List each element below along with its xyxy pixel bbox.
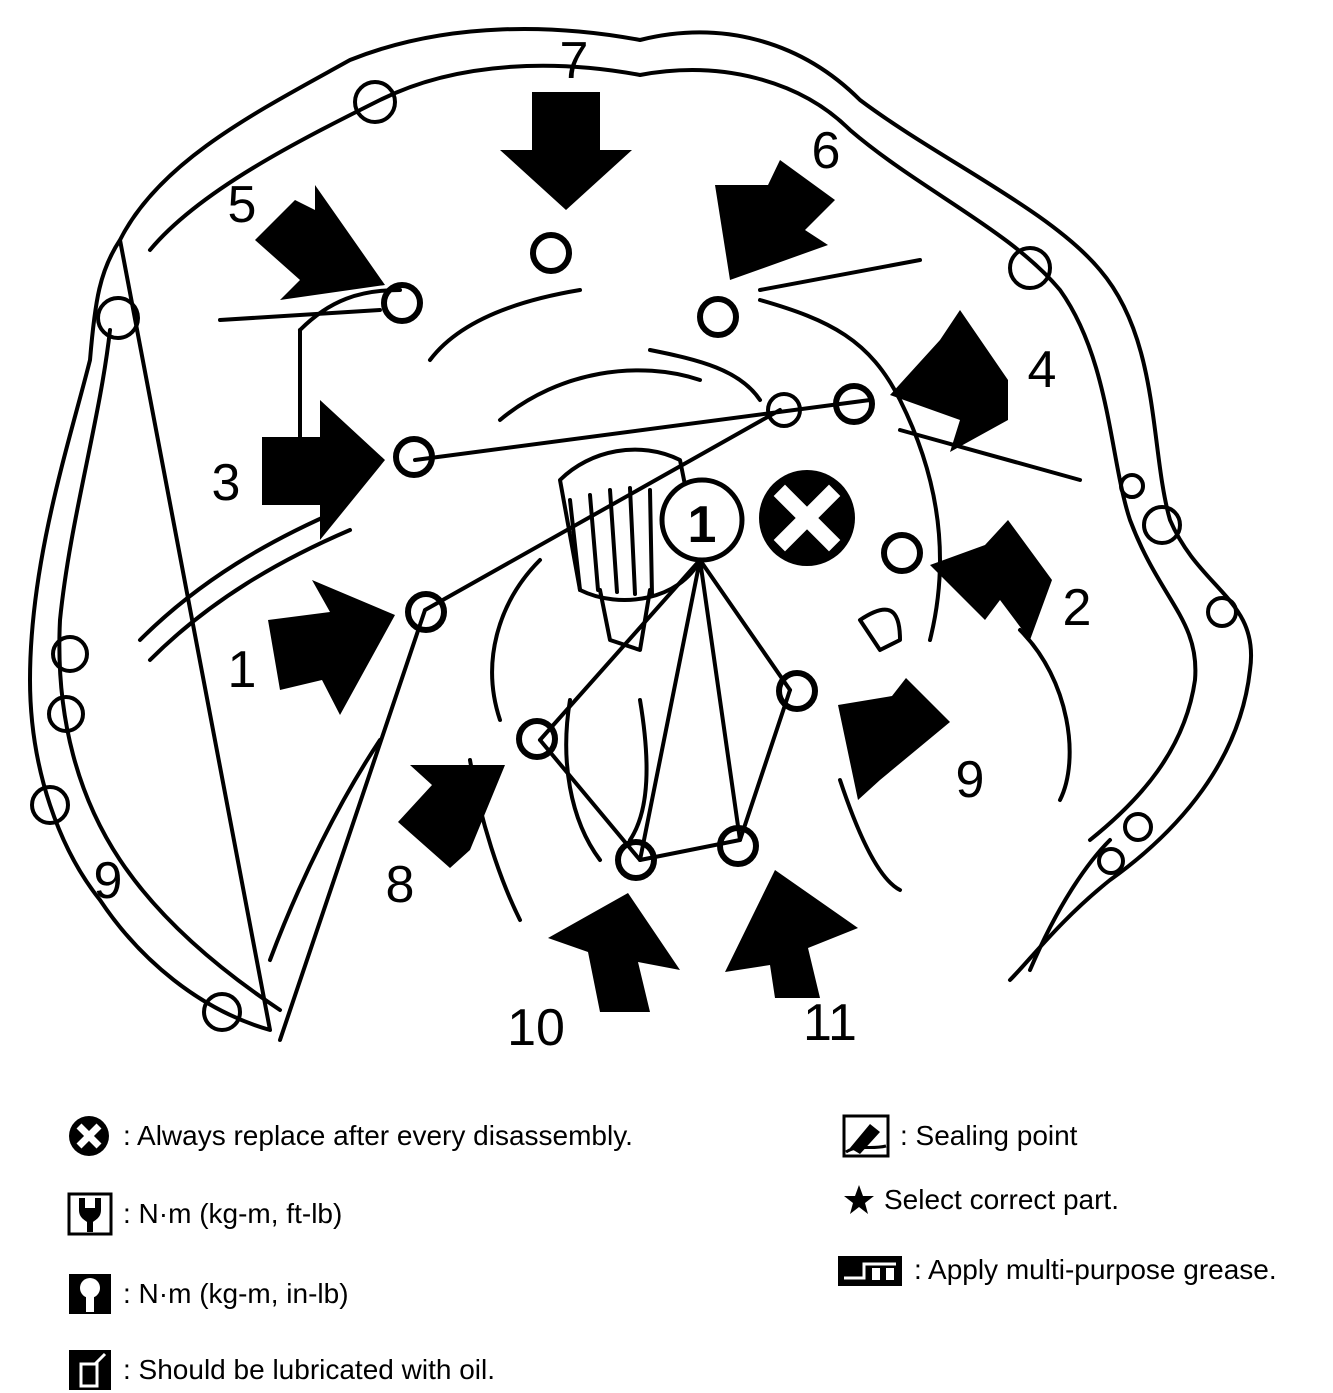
tightening-arrows: [255, 92, 1052, 1012]
torque-wrench-inlb-icon: [69, 1274, 111, 1314]
bolt-label-6: 6: [812, 122, 841, 180]
bolt-label-2: 2: [1063, 579, 1092, 637]
sealing-point-icon: [842, 1114, 890, 1158]
arrow-6: [715, 160, 835, 280]
bolt-label-3: 3: [212, 454, 241, 512]
arrow-7: [500, 92, 632, 210]
bolt-label-4: 4: [1028, 341, 1057, 399]
torque-wrench-ftlb-icon: [67, 1192, 113, 1236]
legend-item-sealing: : Sealing point: [840, 1114, 1077, 1158]
legend-item-grease: : Apply multi-purpose grease.: [836, 1248, 1277, 1292]
bolt-head: [405, 591, 447, 633]
symbol-legend: : Always replace after every disassembly…: [0, 1100, 1333, 1393]
legend-text: Select correct part.: [884, 1184, 1119, 1215]
bolt-label-10: 10: [507, 999, 565, 1057]
bolt-label-5: 5: [228, 176, 257, 234]
bolt-head: [881, 532, 923, 574]
legend-text: : N·m (kg-m, in-lb): [123, 1278, 349, 1309]
housing-outline: [28, 26, 1254, 1032]
bolt-label-8: 8: [386, 856, 415, 914]
bolt-label-11: 11: [803, 994, 857, 1052]
oil-can-icon: [69, 1350, 111, 1390]
legend-text: : Apply multi-purpose grease.: [914, 1254, 1277, 1285]
bolt-head: [833, 383, 875, 425]
arrow-5: [255, 185, 385, 300]
legend-item-oil: : Should be lubricated with oil.: [65, 1348, 495, 1392]
arrow-3: [262, 400, 385, 540]
bolt-head: [776, 670, 818, 712]
bolt-head: [516, 718, 558, 760]
bolt-label-7: 7: [560, 32, 589, 90]
arrow-1: [268, 580, 395, 715]
legend-item-select: Select correct part.: [842, 1178, 1119, 1222]
star-icon: [844, 1185, 874, 1214]
bolt-head: [381, 282, 423, 324]
replace-x-icon: [69, 1116, 109, 1156]
legend-text: : Always replace after every disassembly…: [123, 1120, 633, 1151]
housing-label-9: 9: [94, 852, 123, 910]
arrow-4: [890, 310, 1008, 452]
arrow-10: [548, 893, 680, 1012]
bolt-head: [697, 296, 739, 338]
bolt-head: [615, 839, 657, 881]
center-callout: 1: [659, 477, 745, 563]
replace-x-icon: [759, 470, 855, 566]
arrow-2: [930, 520, 1052, 640]
bolt-label-1: 1: [228, 641, 257, 699]
bolt-label-9: 9: [956, 751, 985, 809]
center-callout-number: 1: [688, 496, 717, 554]
legend-item-torque-inlb: : N·m (kg-m, in-lb): [65, 1272, 349, 1316]
bolt-head: [530, 232, 572, 274]
legend-text: : N·m (kg-m, ft-lb): [123, 1198, 343, 1229]
bolt-tightening-diagram: 1 1 2 3 4 5 6 7 8 9 10 11 9: [28, 26, 1254, 1057]
arrow-8: [398, 765, 505, 868]
legend-text: : Sealing point: [900, 1120, 1078, 1151]
bolt-head: [393, 436, 435, 478]
arrow-11: [725, 870, 858, 998]
legend-item-replace: : Always replace after every disassembly…: [65, 1114, 633, 1158]
arrow-9: [838, 678, 950, 800]
grease-gun-icon: [838, 1256, 902, 1286]
legend-item-torque-ftlb: : N·m (kg-m, ft-lb): [65, 1192, 342, 1236]
legend-text: : Should be lubricated with oil.: [123, 1354, 495, 1385]
bolt-head: [717, 825, 759, 867]
